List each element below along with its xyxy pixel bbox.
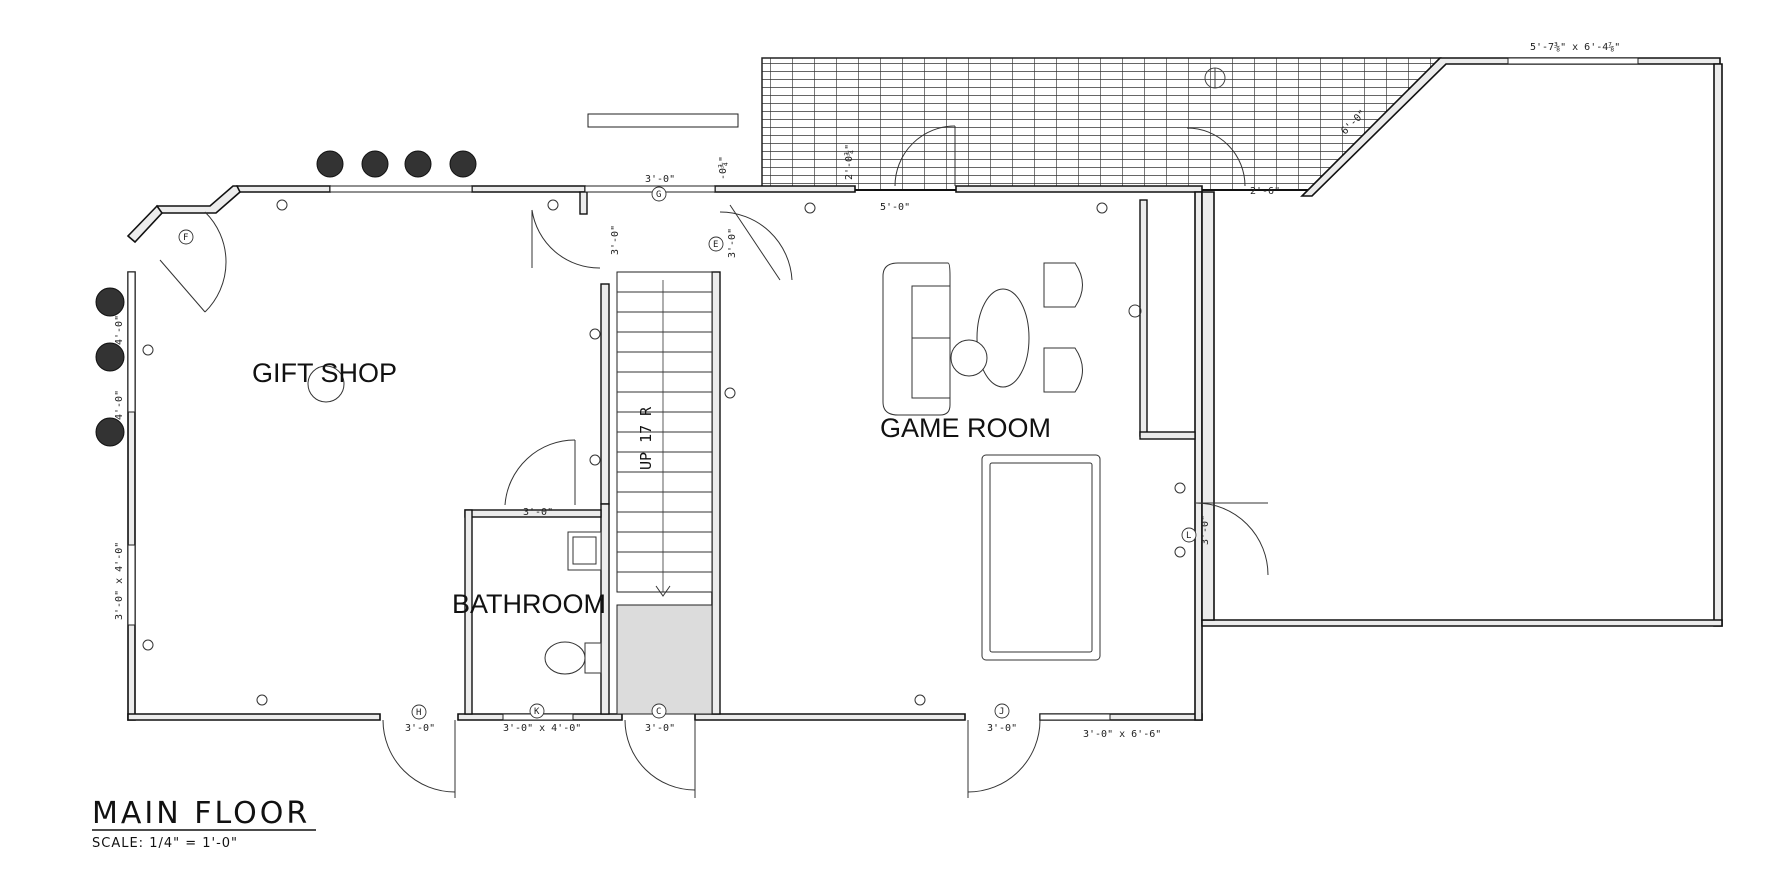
- dim-door-bath: 3'-0": [523, 507, 553, 518]
- furniture: [544, 262, 1101, 675]
- windows: [127, 57, 1639, 721]
- dim-window-left-mid: 4'-0": [114, 390, 125, 420]
- dim-door-top-mid: 5'-0": [880, 202, 910, 213]
- electrical-symbols: [142, 199, 1186, 706]
- room-label-game-room: GAME ROOM: [880, 413, 1051, 443]
- dim-door-j: 3'-0": [987, 723, 1017, 734]
- drawing-scale: SCALE: 1/4" = 1'-0": [92, 836, 238, 851]
- tag-k: K: [534, 707, 540, 717]
- dim-deck-rail-height: 2'-0¾": [843, 144, 855, 180]
- dim-door-f: 3'-0": [610, 225, 621, 255]
- stair-label: UP 17 R: [637, 406, 655, 470]
- stair-treads: [617, 291, 712, 573]
- tag-e: E: [713, 240, 718, 250]
- dim-door-deck: 2'-6": [1250, 186, 1280, 197]
- dim-window-left: 3'-0" x 4'-0": [114, 542, 125, 620]
- right-room-walls: [1201, 57, 1723, 627]
- dim-door-h: 3'-0": [405, 723, 435, 734]
- tag-j: J: [999, 707, 1004, 717]
- room-label-gift-shop: GIFT SHOP: [252, 358, 397, 388]
- dim-door-e: 3'-0": [727, 228, 738, 258]
- dim-window-k: 3'-0" x 4'-0": [503, 723, 581, 734]
- tag-h: H: [416, 708, 421, 718]
- door-tags: [178, 186, 1197, 720]
- dim-door-l: 3'-0": [1200, 515, 1211, 545]
- tag-l: L: [1186, 531, 1191, 541]
- landscape-bushes: [95, 150, 477, 447]
- dim-window-left-top: 4'-0": [114, 315, 125, 345]
- dim-door-g: 3'-0": [645, 174, 675, 185]
- room-label-bathroom: BATHROOM: [452, 589, 606, 619]
- dim-window-bottom-right: 3'-0" x 6'-6": [1083, 729, 1161, 740]
- stairs: [616, 271, 713, 715]
- drawing-title: MAIN FLOOR: [92, 796, 310, 831]
- dim-window-top-right: 5'-7⅜" x 6'-4⅞": [1530, 41, 1620, 53]
- dim-door-c: 3'-0": [645, 723, 675, 734]
- tag-f: F: [183, 233, 188, 243]
- dim-deck-rail-height-b: -0¾": [717, 156, 729, 180]
- tag-g: G: [656, 190, 661, 200]
- door-swings: [159, 125, 1269, 798]
- tag-c: C: [656, 707, 661, 717]
